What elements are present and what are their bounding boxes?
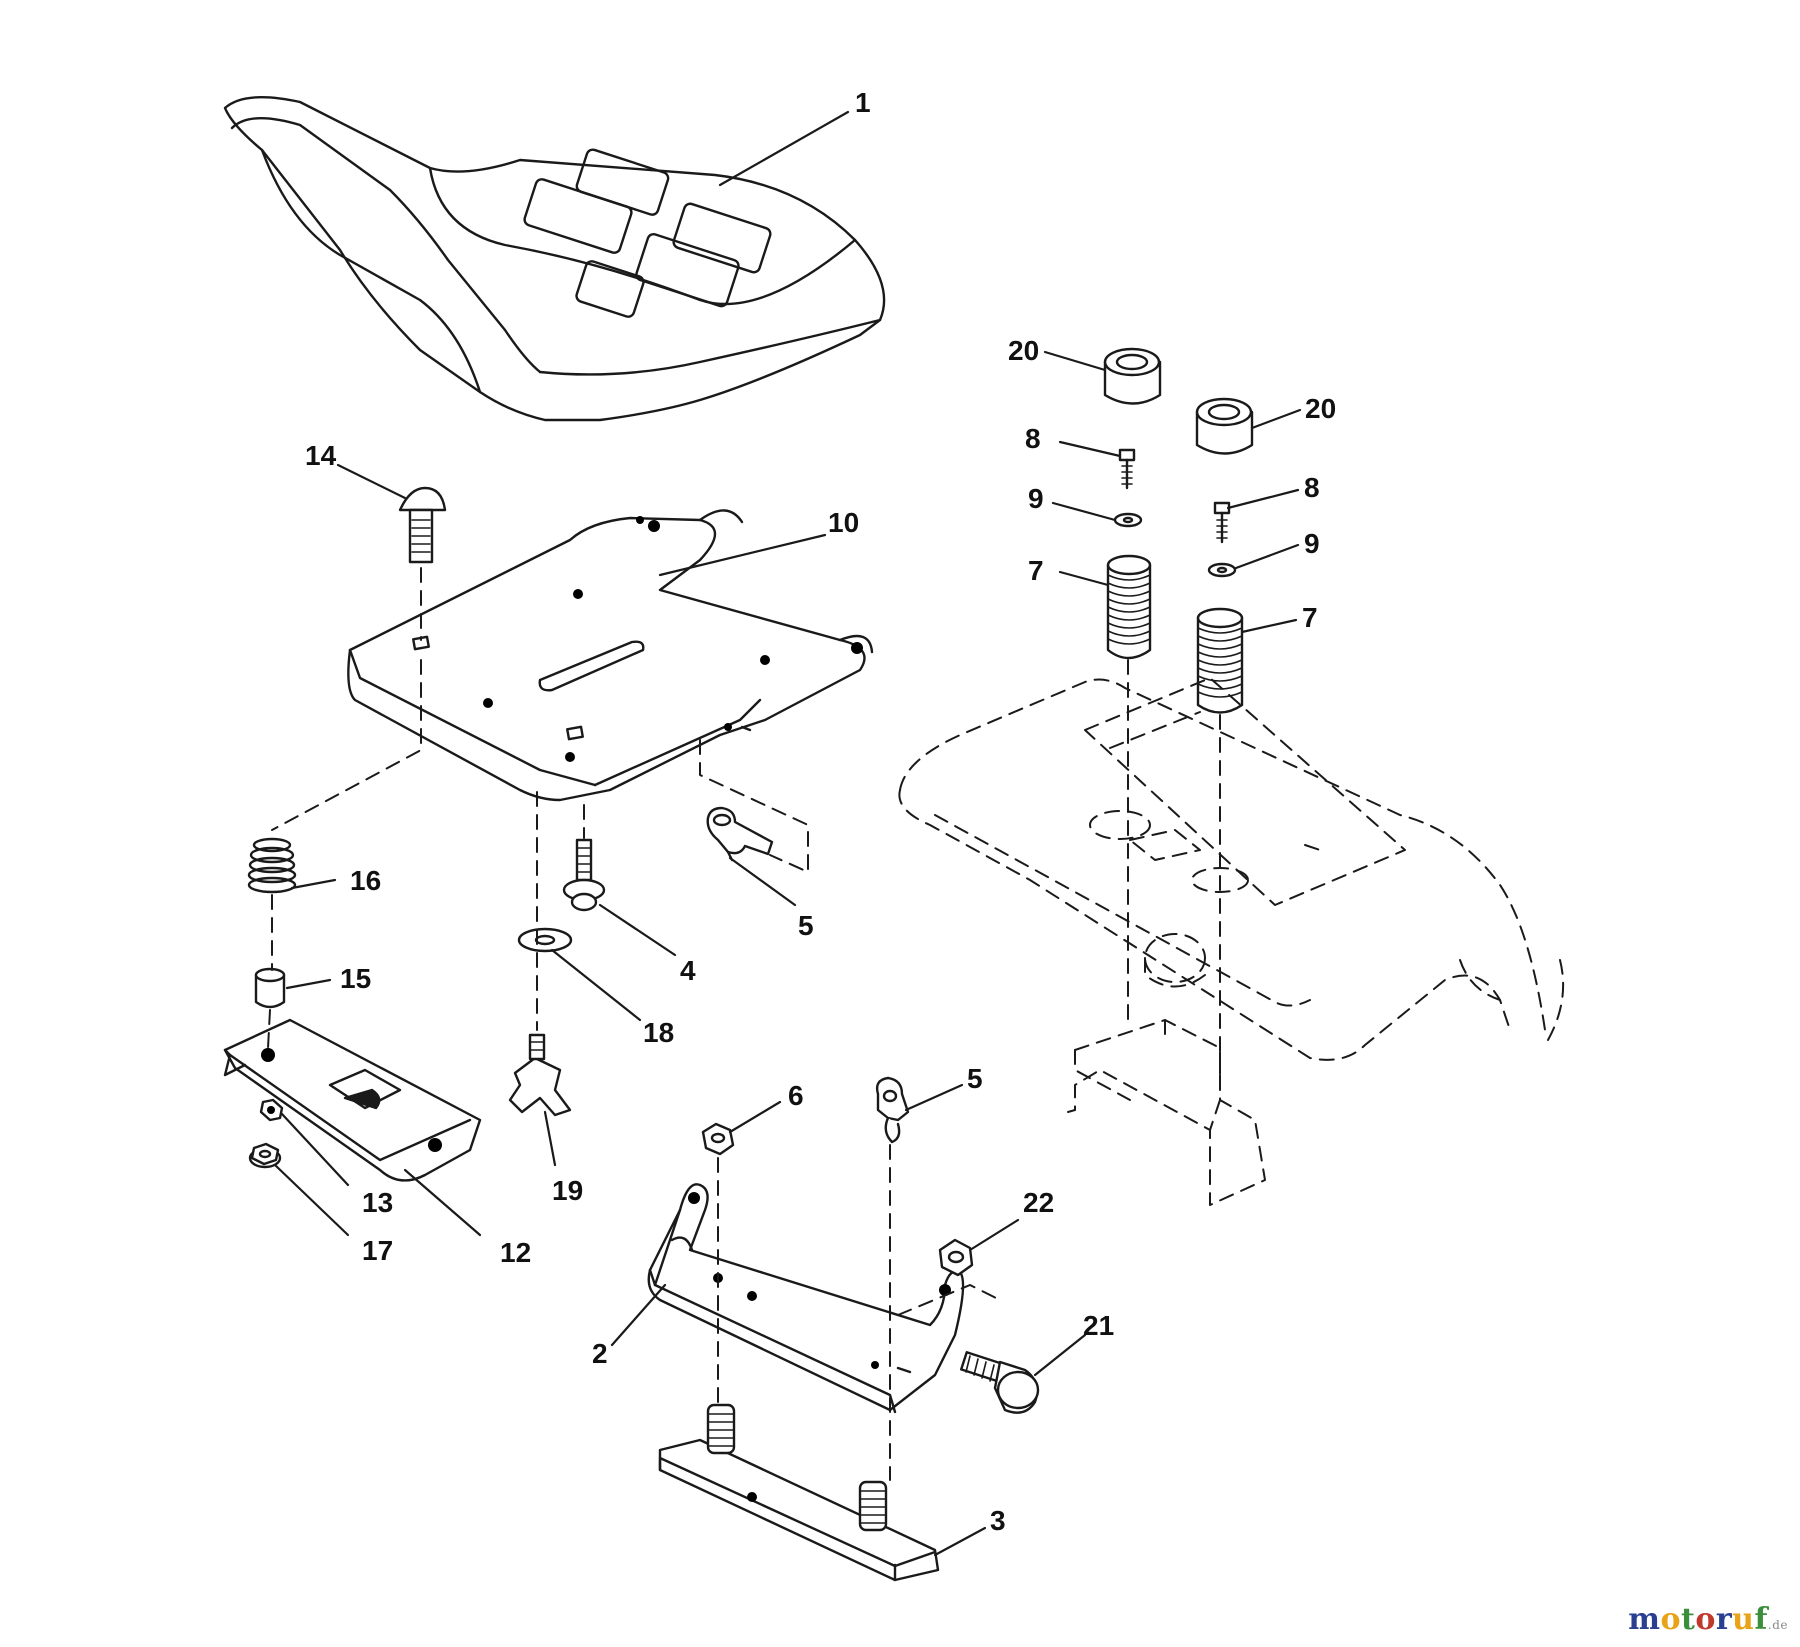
callout-14: 14 [305, 440, 337, 471]
watermark-suffix: .de [1767, 1618, 1788, 1632]
callout-22: 22 [1023, 1187, 1054, 1218]
callout-5a: 5 [798, 910, 814, 941]
spring-left-part [1106, 554, 1152, 660]
callout-labels: 1 2 3 4 5 5 6 7 7 8 8 9 9 10 12 13 14 15… [305, 87, 1336, 1536]
callout-21: 21 [1083, 1310, 1114, 1341]
nut-6-part [701, 1122, 735, 1156]
base-plate-part [658, 1403, 940, 1582]
watermark-letter: r [1715, 1602, 1733, 1637]
watermark-letter: f [1754, 1602, 1768, 1637]
watermark-text: motoruf [1628, 1602, 1768, 1637]
knob-part [508, 1033, 572, 1117]
fender-phantom [898, 677, 1565, 1206]
shoulder-bolt-part [562, 838, 606, 912]
clip-lower-part [875, 1076, 910, 1144]
seat-part [223, 96, 886, 422]
washer-9-left-part [1113, 512, 1143, 528]
callout-5b: 5 [967, 1063, 983, 1094]
callout-4: 4 [680, 955, 696, 986]
watermark-letter: t [1680, 1602, 1696, 1637]
callout-8a: 8 [1025, 423, 1041, 454]
callout-8b: 8 [1304, 472, 1320, 503]
clip-upper-part [706, 806, 774, 862]
callout-15: 15 [340, 963, 371, 994]
watermark-letter: m [1628, 1602, 1661, 1637]
callout-20b: 20 [1305, 393, 1336, 424]
spring-small-part [247, 837, 297, 894]
spring-right-part [1196, 607, 1244, 714]
callout-17: 17 [362, 1235, 393, 1266]
nut-17-part [248, 1142, 282, 1169]
callout-20a: 20 [1008, 335, 1039, 366]
callout-12: 12 [500, 1237, 531, 1268]
nut-22-part [938, 1238, 974, 1277]
nut-13-part [259, 1098, 284, 1122]
callout-10: 10 [828, 507, 859, 538]
callout-7a: 7 [1028, 555, 1044, 586]
callout-6: 6 [788, 1080, 804, 1111]
callout-9a: 9 [1028, 483, 1044, 514]
callout-2: 2 [592, 1338, 608, 1369]
bracket-plate-part [223, 1018, 482, 1182]
watermark-letter: o [1660, 1602, 1681, 1637]
assembly-lines [267, 567, 1221, 1481]
screw-right-part [1213, 501, 1231, 544]
washer-part [517, 927, 573, 953]
callout-18: 18 [643, 1017, 674, 1048]
watermark-logo: motoruf.de [1628, 1602, 1788, 1637]
spacer-part [254, 967, 286, 1009]
callout-3: 3 [990, 1505, 1006, 1536]
watermark-letter: o [1695, 1602, 1716, 1637]
callout-16: 16 [350, 865, 381, 896]
flange-bolt-part [959, 1351, 1040, 1414]
callout-19: 19 [552, 1175, 583, 1206]
callout-1: 1 [855, 87, 871, 118]
hinge-bracket-part [647, 1183, 965, 1414]
washer-9-right-part [1207, 562, 1237, 578]
callout-9b: 9 [1304, 528, 1320, 559]
bumper-right-part [1195, 397, 1254, 455]
leader-lines [273, 110, 1302, 1557]
bumper-left-part [1103, 347, 1162, 405]
callout-7b: 7 [1302, 602, 1318, 633]
watermark-letter: u [1732, 1602, 1755, 1637]
callout-13: 13 [362, 1187, 393, 1218]
seat-pan-part [347, 509, 874, 802]
screw-left-part [1118, 448, 1136, 490]
carriage-bolt-part [398, 486, 447, 564]
